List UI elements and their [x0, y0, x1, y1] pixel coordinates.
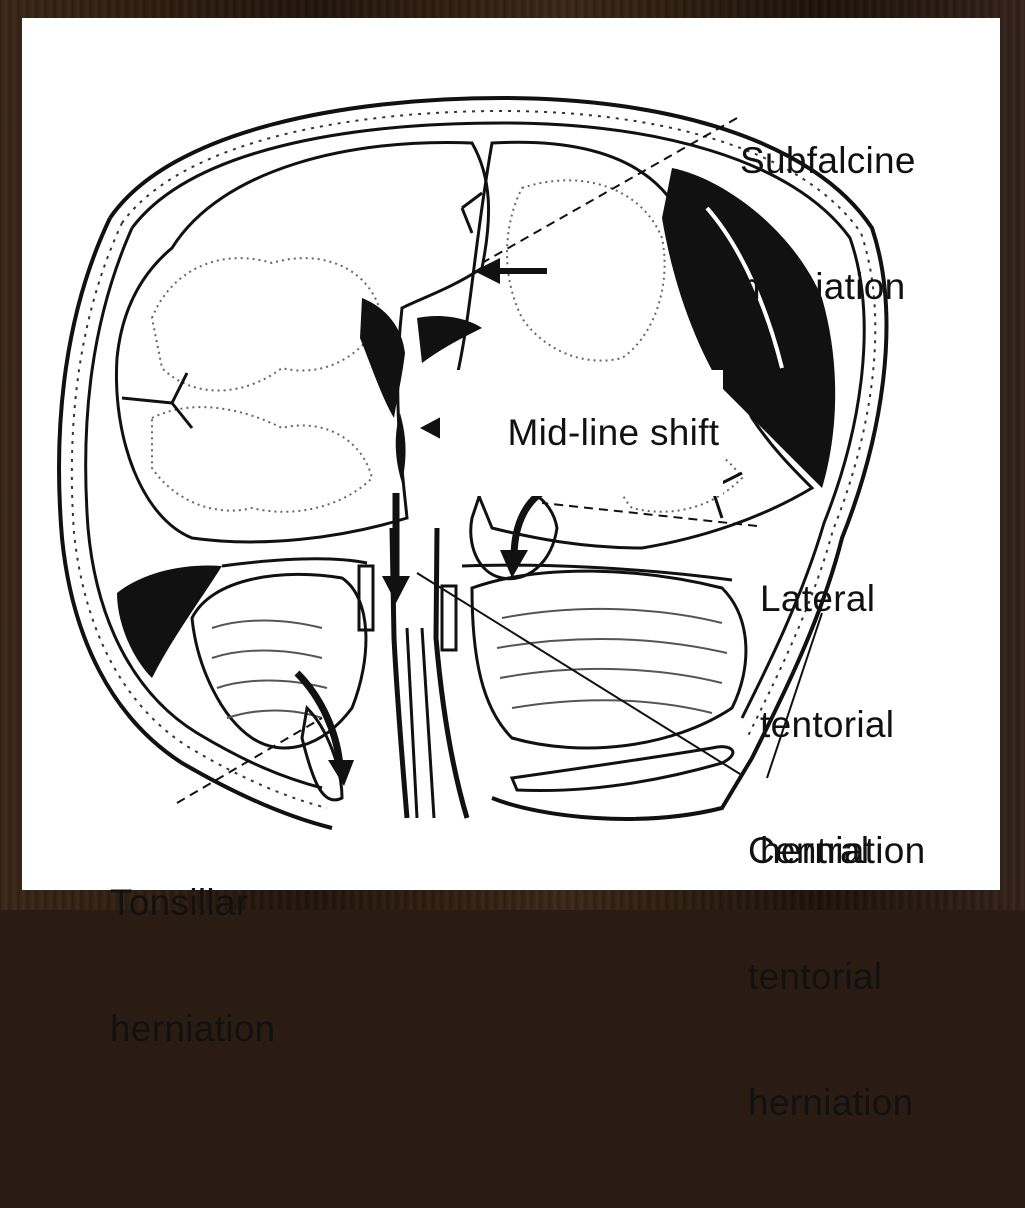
- gyri-left: [152, 258, 382, 390]
- cerebellum-right: [472, 571, 746, 748]
- label-subfalcine-line1: Subfalcine: [740, 140, 916, 182]
- lesion-left: [117, 565, 222, 678]
- cerebellum-folia-right: [497, 609, 727, 713]
- label-tonsillar-line1: Tonsillar: [110, 882, 276, 924]
- label-midline-text: Mid-line shift: [507, 412, 719, 453]
- label-central-line3: herniation: [748, 1082, 914, 1124]
- label-subfalcine-line2: herniation: [740, 266, 916, 308]
- label-lateral-line1: Lateral: [760, 578, 926, 620]
- skull-outer-left: [59, 218, 332, 828]
- cerebellum-folia-left: [212, 621, 327, 719]
- tentorium-left: [222, 559, 367, 566]
- bone-stipple-left: [72, 223, 327, 808]
- gyri-left-lower: [152, 407, 372, 512]
- slide: Subfalcine herniation Mid-line shift Lat…: [0, 0, 1025, 910]
- label-midline-shift: Mid-line shift: [440, 370, 723, 496]
- label-central-line1: Central: [748, 830, 914, 872]
- cerebellum-left: [192, 574, 366, 748]
- leader-central: [417, 573, 740, 774]
- arrow-tonsillar: [297, 673, 354, 786]
- posterior-fossa-floor: [512, 747, 733, 791]
- label-subfalcine: Subfalcine herniation: [740, 56, 916, 392]
- brainstem: [392, 528, 467, 818]
- label-tonsillar: Tonsillar herniation: [110, 798, 276, 1134]
- leader-lateral: [542, 503, 757, 526]
- label-tonsillar-line2: herniation: [110, 1008, 276, 1050]
- label-central-line2: tentorial: [748, 956, 914, 998]
- label-central: Central tentorial herniation: [748, 746, 914, 1208]
- label-lateral-line2: tentorial: [760, 704, 926, 746]
- sulcus-1: [122, 373, 192, 428]
- diagram-panel: Subfalcine herniation Mid-line shift Lat…: [22, 18, 1000, 890]
- brainstem-inner: [407, 628, 434, 818]
